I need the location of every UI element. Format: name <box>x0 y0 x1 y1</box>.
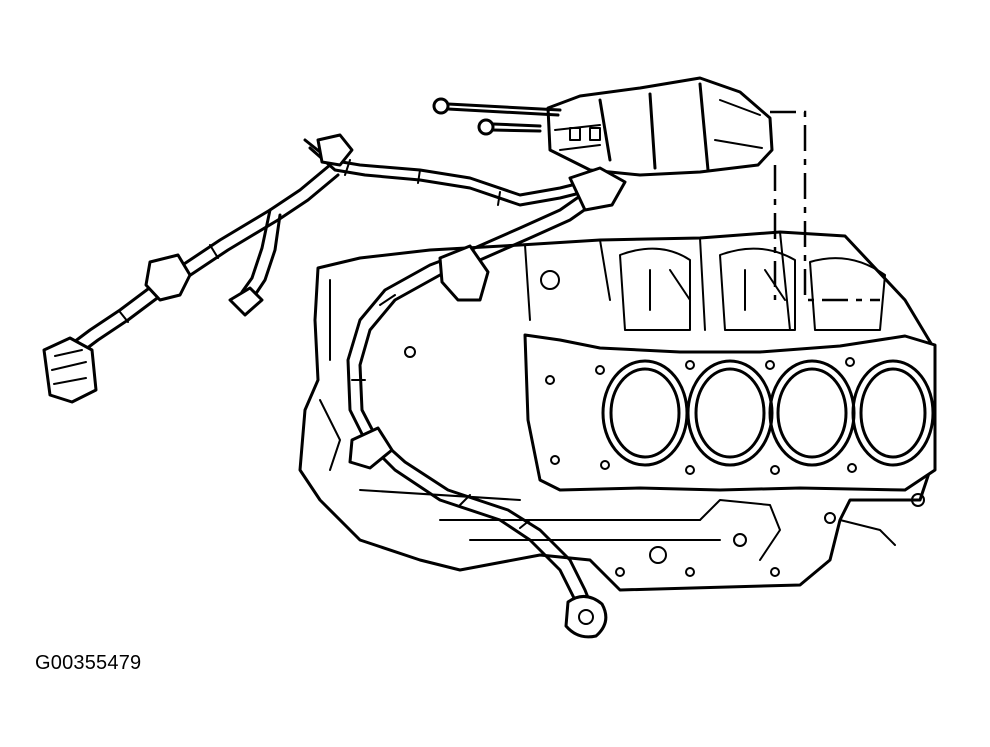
engine-block <box>298 230 937 592</box>
starter-bolt-upper <box>432 97 562 117</box>
alignment-leader-lines <box>770 110 880 302</box>
starter-bolt-lower <box>477 118 542 136</box>
figure-code: G00355479 <box>35 652 142 674</box>
starter-motor <box>546 76 774 177</box>
wiring-harness <box>42 133 627 639</box>
cylinder-deck-gasket <box>523 333 937 492</box>
